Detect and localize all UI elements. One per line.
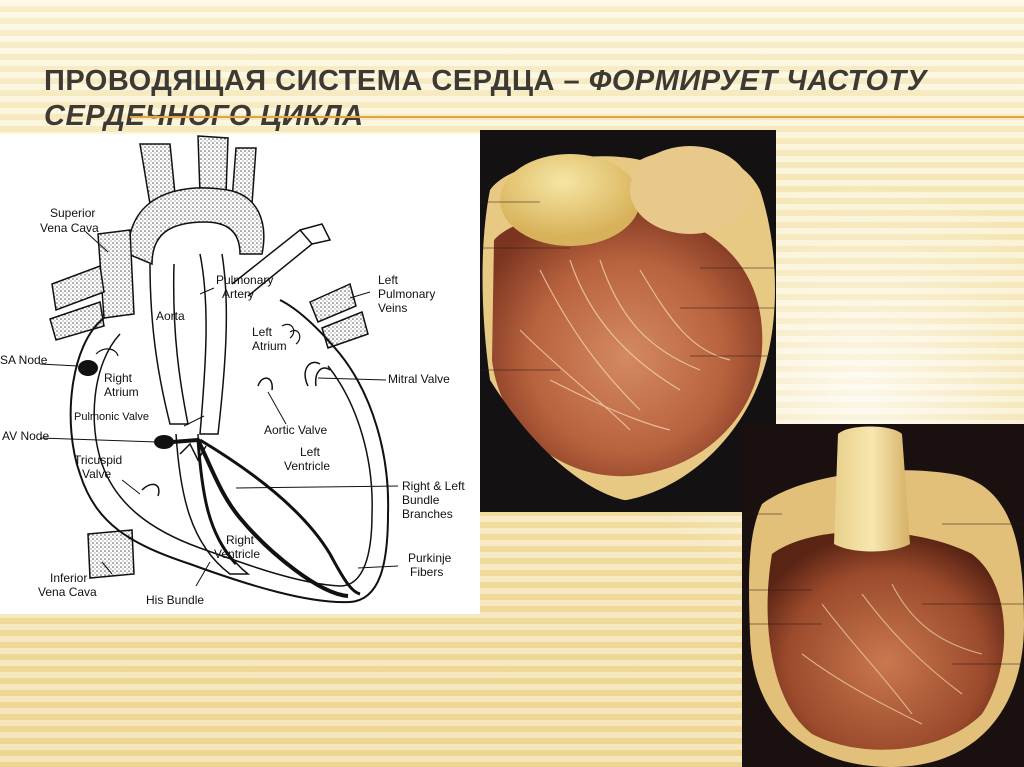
pulmonary-artery-tube xyxy=(199,253,228,435)
right-bundle-branch xyxy=(196,439,238,566)
label-aorta: Aorta xyxy=(156,309,185,323)
label-mitral-valve: Mitral Valve xyxy=(388,372,450,386)
right-pulmonary-vessels xyxy=(51,264,105,312)
his-bundle-path xyxy=(171,437,349,598)
left-bundle-branch xyxy=(199,438,361,596)
right-pulmonary-vessels-lower xyxy=(49,301,105,341)
aortic-arch-branches xyxy=(127,135,265,266)
label-pulmonic-valve: Pulmonic Valve xyxy=(74,411,149,423)
aortic-valve-shape xyxy=(257,377,273,391)
label-inferior-vena-cava-1: Inferior xyxy=(50,571,87,585)
label-tricuspid-valve-1: Tricuspid xyxy=(74,453,122,467)
heart-inner-wall xyxy=(93,333,373,587)
label-left-atrium-1: Left xyxy=(252,325,273,339)
heart-dissection-photo-top xyxy=(480,130,776,512)
label-inferior-vena-cava-2: Vena Cava xyxy=(38,585,97,599)
right-atrium-ridge xyxy=(95,348,119,357)
label-tricuspid-valve-2: Valve xyxy=(82,467,111,481)
label-right-ventricle-1: Right xyxy=(226,533,255,547)
label-superior-vena-cava-2: Vena Cava xyxy=(40,221,99,235)
label-superior-vena-cava-1: Superior xyxy=(50,206,95,220)
label-av-node: AV Node xyxy=(2,429,49,443)
title-underline xyxy=(130,116,1024,118)
heart-conduction-diagram: Superior Vena Cava Aorta Pulmonary Arter… xyxy=(0,134,480,614)
mitral-valve-shape xyxy=(304,361,331,387)
label-left-pulmonary-veins-1: Left xyxy=(378,273,399,287)
label-sa-node: SA Node xyxy=(0,353,48,367)
label-left-atrium-2: Atrium xyxy=(252,339,287,353)
slide-title: Проводящая система сердца – формирует ча… xyxy=(44,64,984,134)
label-aortic-valve: Aortic Valve xyxy=(264,423,327,437)
aorta-tube xyxy=(149,263,189,425)
label-bundle-branches-3: Branches xyxy=(402,507,453,521)
label-pulmonary-artery-2: Artery xyxy=(222,287,254,301)
tricuspid-valve-shape xyxy=(141,483,160,497)
pulmonary-artery-branch xyxy=(231,228,314,297)
label-left-pulmonary-veins-3: Veins xyxy=(378,301,407,315)
label-right-atrium-1: Right xyxy=(104,371,133,385)
leader-lines xyxy=(39,231,399,587)
label-right-ventricle-2: Ventricle xyxy=(214,547,260,561)
inferior-vena-cava xyxy=(87,529,135,579)
av-node xyxy=(154,435,174,449)
title-part-1: Проводящая система сердца – xyxy=(44,65,581,97)
label-right-atrium-2: Atrium xyxy=(104,385,139,399)
heart-diagram-svg: Superior Vena Cava Aorta Pulmonary Arter… xyxy=(0,135,465,607)
photo-top-svg xyxy=(480,146,776,512)
pulmonary-artery-branch-2 xyxy=(299,223,332,245)
left-pulmonary-veins-shape xyxy=(309,282,357,323)
heart-dissection-photo-bottom xyxy=(742,424,1024,767)
left-pulmonary-veins-shape-lower xyxy=(321,310,369,349)
heart-outline xyxy=(69,299,390,604)
label-left-ventricle-1: Left xyxy=(300,445,321,459)
label-his-bundle: His Bundle xyxy=(146,593,204,607)
label-bundle-branches-2: Bundle xyxy=(402,493,440,507)
label-left-pulmonary-veins-2: Pulmonary xyxy=(378,287,435,301)
label-pulmonary-artery-1: Pulmonary xyxy=(216,273,273,287)
label-purkinje-fibers-2: Fibers xyxy=(410,565,443,579)
superior-vena-cava xyxy=(97,229,135,319)
photo-bottom-svg xyxy=(742,426,1024,767)
sa-node xyxy=(78,360,98,376)
label-purkinje-fibers-1: Purkinje xyxy=(408,551,452,565)
left-atrium-valve-shapes xyxy=(281,323,301,345)
label-left-ventricle-2: Ventricle xyxy=(284,459,330,473)
label-bundle-branches-1: Right & Left xyxy=(402,479,465,493)
